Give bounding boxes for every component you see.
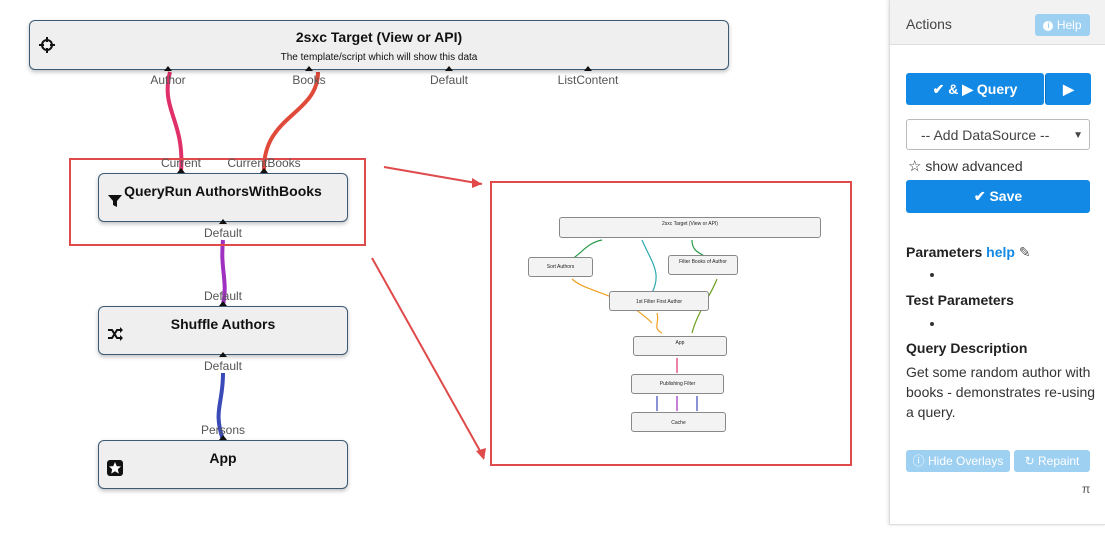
help-button[interactable]: i Help (1035, 14, 1090, 36)
target-node[interactable]: 2sxc Target (View or API) The template/s… (29, 20, 729, 70)
star-outline-icon: ☆ (908, 158, 922, 175)
hide-overlays-button[interactable]: ⓘ Hide Overlays (906, 450, 1010, 472)
connection-layer (165, 71, 486, 460)
preview-sort: Sort Authors (528, 257, 593, 277)
port-currentbooks-label: CurrentBooks (227, 156, 301, 170)
wire-shuffle-app (216, 372, 225, 441)
shuffle-in-endpoint[interactable] (219, 301, 227, 306)
callout-arrow-bottom (371, 257, 485, 459)
app-in-label: Persons (200, 423, 246, 437)
run-button[interactable]: ▶ (1045, 73, 1091, 105)
parameters-help-link[interactable]: help (986, 244, 1015, 260)
pencil-icon[interactable]: ✎ (1018, 244, 1031, 260)
add-datasource-value: -- Add DataSource -- (921, 127, 1050, 143)
callout-arrow-top (383, 166, 483, 185)
preview-cache: Cache (631, 412, 726, 432)
run-query-label: & ▶ Query (948, 81, 1018, 97)
preview-filter-books: Filter Books of Author (668, 255, 738, 275)
app-node[interactable]: App (98, 440, 348, 489)
port-default-label: Default (429, 73, 469, 87)
shuffle-node-title: Shuffle Authors (170, 316, 276, 332)
preview-frame: 2sxc Target (View or API) Sort Authors F… (490, 181, 852, 466)
dropdown-caret-icon: ▼ (1073, 130, 1083, 141)
play-icon: ▶ (1063, 81, 1074, 97)
shuffle-node[interactable]: Shuffle Authors (98, 306, 348, 355)
wire-books (261, 71, 320, 173)
save-label: Save (989, 188, 1023, 204)
app-in-endpoint[interactable] (219, 435, 227, 440)
port-listcontent-label: ListContent (557, 73, 619, 87)
repaint-icon: ↻ (1024, 454, 1038, 468)
port-default-endpoint[interactable] (445, 66, 453, 71)
check-icon: ✔ (932, 81, 949, 97)
app-node-title: App (209, 450, 237, 466)
shuffle-in-label: Default (203, 289, 243, 303)
test-parameters-heading: Test Parameters (906, 292, 1014, 308)
port-listcontent-endpoint[interactable] (584, 66, 592, 71)
show-advanced-label: show advanced (925, 158, 1023, 174)
info-icon: i (1043, 20, 1054, 31)
preview-publishing: Publishing Filter (631, 374, 724, 394)
panel-header: Actions i Help (890, 0, 1105, 45)
repaint-button[interactable]: ↻ Repaint (1014, 450, 1090, 472)
filter-icon (108, 195, 122, 207)
wire-author (165, 71, 184, 173)
shuffle-out-endpoint[interactable] (219, 352, 227, 357)
parameters-label: Parameters (906, 244, 983, 260)
show-advanced-toggle[interactable]: ☆ show advanced (908, 157, 1023, 175)
help-button-label: Help (1056, 18, 1082, 32)
panel-title: Actions (906, 16, 952, 32)
query-description-heading: Query Description (906, 340, 1028, 356)
port-author-label: Author (150, 73, 186, 87)
save-button[interactable]: ✔ Save (906, 180, 1090, 213)
port-books-endpoint[interactable] (305, 66, 313, 71)
hide-overlays-label: Hide Overlays (927, 454, 1004, 468)
port-current-endpoint[interactable] (177, 168, 185, 173)
port-current-label: Current (160, 156, 202, 170)
port-author-endpoint[interactable] (164, 66, 172, 71)
query-description-text: Get some random author with books - demo… (906, 364, 1096, 420)
query-out-endpoint[interactable] (219, 219, 227, 224)
pi-symbol[interactable]: π (1082, 482, 1091, 496)
target-node-title: 2sxc Target (View or API) (295, 29, 463, 45)
port-books-label: Books (292, 73, 326, 87)
crosshair-icon (39, 37, 55, 53)
query-node[interactable]: QueryRun AuthorsWithBooks (98, 173, 348, 222)
parameters-bullet (930, 273, 934, 277)
preview-first: 1st Filter First Author (609, 291, 709, 311)
shuffle-icon (108, 327, 123, 341)
save-check-icon: ✔ (973, 188, 990, 204)
test-parameters-bullet (930, 322, 934, 326)
query-node-highlight (69, 158, 366, 246)
preview-app: App (633, 336, 727, 356)
preview-target: 2sxc Target (View or API) (559, 217, 821, 238)
repaint-label: Repaint (1038, 454, 1080, 468)
app-star-icon (107, 460, 123, 476)
target-node-subtitle: The template/script which will show this… (280, 52, 478, 63)
save-and-run-query-button[interactable]: ✔ & ▶ Query (906, 73, 1044, 105)
query-node-title: QueryRun AuthorsWithBooks (124, 183, 322, 199)
query-out-label: Default (203, 226, 243, 240)
parameters-heading: Parameters help ✎ (906, 244, 1031, 261)
hide-info-icon: ⓘ (912, 454, 928, 468)
wire-query-shuffle (220, 239, 227, 306)
shuffle-out-label: Default (203, 359, 243, 373)
add-datasource-select[interactable]: -- Add DataSource -- ▼ (906, 119, 1090, 150)
actions-panel: Actions i Help ✔ & ▶ Query ▶ -- Add Data… (889, 0, 1105, 525)
port-currentbooks-endpoint[interactable] (260, 168, 268, 173)
